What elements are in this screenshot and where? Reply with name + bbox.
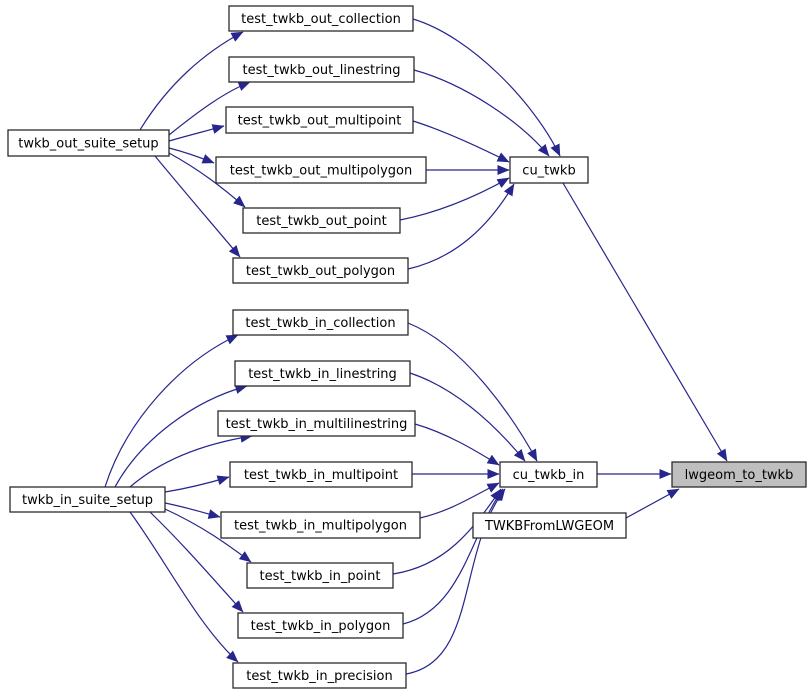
- edge-test-twkb-out-linestring-to-cu-twkb: [413, 69, 550, 157]
- node-label: test_twkb_in_linestring: [248, 367, 397, 382]
- edge-twkb-out-suite-setup-to-test-twkb-out-multipolygon: [168, 147, 215, 164]
- node-test-twkb-in-multilinestring[interactable]: test_twkb_in_multilinestring: [217, 410, 416, 437]
- edge-twkb-in-suite-setup-to-test-twkb-in-linestring: [114, 384, 248, 488]
- edge-twkb-out-suite-setup-to-test-twkb-out-collection: [139, 31, 244, 131]
- node-test-twkb-in-linestring[interactable]: test_twkb_in_linestring: [234, 360, 411, 387]
- node-label: test_twkb_in_collection: [245, 316, 395, 331]
- edge-twkbfromlwgeom-to-lwgeom-to-twkb: [625, 488, 680, 519]
- node-label: test_twkb_out_polygon: [246, 264, 395, 279]
- edge-test-twkb-in-point-to-cu-twkb-in: [392, 488, 502, 575]
- edge-test-twkb-out-polygon-to-cu-twkb: [407, 183, 515, 270]
- node-test-twkb-out-point[interactable]: test_twkb_out_point: [242, 207, 401, 234]
- node-twkbfromlwgeom[interactable]: TWKBFromLWGEOM: [472, 512, 627, 539]
- edge-twkb-in-suite-setup-to-test-twkb-in-point: [164, 508, 252, 563]
- node-label: test_twkb_out_multipoint: [238, 114, 402, 129]
- node-label: test_twkb_out_multipolygon: [230, 164, 412, 179]
- node-label: cu_twkb: [522, 164, 575, 179]
- node-label: test_twkb_out_collection: [241, 12, 401, 27]
- node-test-twkb-in-point[interactable]: test_twkb_in_point: [246, 562, 394, 589]
- node-cu-twkb[interactable]: cu_twkb: [509, 156, 589, 184]
- node-label: twkb_in_suite_setup: [22, 493, 153, 508]
- node-test-twkb-in-multipolygon[interactable]: test_twkb_in_multipolygon: [220, 511, 421, 539]
- edge-twkb-in-suite-setup-to-test-twkb-in-multilinestring: [129, 432, 253, 488]
- node-label: test_twkb_in_polygon: [251, 619, 391, 634]
- node-label: test_twkb_out_point: [256, 214, 386, 229]
- edge-cu-twkb-to-lwgeom-to-twkb: [562, 182, 728, 462]
- node-label: TWKBFromLWGEOM: [484, 519, 614, 534]
- node-layer: twkb_out_suite_setup test_twkb_out_colle…: [7, 5, 807, 689]
- node-test-twkb-out-collection[interactable]: test_twkb_out_collection: [228, 5, 414, 32]
- node-test-twkb-out-polygon[interactable]: test_twkb_out_polygon: [232, 257, 409, 284]
- node-label: test_twkb_in_multipolygon: [234, 519, 407, 534]
- node-twkb-out-suite-setup[interactable]: twkb_out_suite_setup: [7, 129, 170, 157]
- node-test-twkb-out-linestring[interactable]: test_twkb_out_linestring: [228, 56, 415, 83]
- edge-test-twkb-in-multilinestring-to-cu-twkb-in: [414, 423, 500, 466]
- edge-twkb-out-suite-setup-to-test-twkb-out-linestring: [168, 81, 251, 136]
- node-label: test_twkb_out_linestring: [242, 63, 400, 78]
- node-cu-twkb-in[interactable]: cu_twkb_in: [499, 461, 598, 488]
- node-test-twkb-out-multipolygon[interactable]: test_twkb_out_multipolygon: [215, 156, 427, 184]
- edge-test-twkb-in-collection-to-cu-twkb-in: [407, 322, 538, 462]
- edge-test-twkb-out-collection-to-cu-twkb: [412, 18, 561, 157]
- node-label: lwgeom_to_twkb: [685, 468, 794, 483]
- edge-test-twkb-out-multipoint-to-cu-twkb: [412, 120, 510, 163]
- highlighted-node-rect: [671, 461, 807, 488]
- edge-twkb-in-suite-setup-to-test-twkb-in-polygon: [149, 511, 244, 613]
- edge-test-twkb-in-linestring-to-cu-twkb-in: [409, 372, 526, 462]
- edge-layer: [104, 18, 728, 675]
- node-label: twkb_out_suite_setup: [18, 137, 158, 152]
- node-label: test_twkb_in_precision: [246, 669, 392, 684]
- edge-twkb-in-suite-setup-to-test-twkb-in-multipolygon: [164, 502, 221, 519]
- node-test-twkb-in-collection[interactable]: test_twkb_in_collection: [232, 309, 409, 336]
- edge-twkb-in-suite-setup-to-test-twkb-in-precision: [129, 511, 239, 663]
- node-label: test_twkb_in_multipoint: [244, 468, 398, 483]
- edge-test-twkb-in-polygon-to-cu-twkb-in: [402, 488, 504, 625]
- node-lwgeom-to-twkb: lwgeom_to_twkb: [671, 461, 807, 488]
- edge-twkb-in-suite-setup-to-test-twkb-in-multipoint: [164, 475, 230, 493]
- node-test-twkb-in-precision[interactable]: test_twkb_in_precision: [232, 662, 407, 689]
- node-label: test_twkb_in_multilinestring: [226, 417, 408, 432]
- edge-twkb-in-suite-setup-to-test-twkb-in-collection: [104, 334, 239, 488]
- edge-twkb-out-suite-setup-to-test-twkb-out-polygon: [154, 155, 241, 258]
- edge-twkb-out-suite-setup-to-test-twkb-out-point: [168, 152, 246, 208]
- edge-test-twkb-in-multipolygon-to-cu-twkb-in: [419, 482, 500, 519]
- node-test-twkb-out-multipoint[interactable]: test_twkb_out_multipoint: [225, 106, 414, 134]
- node-label: test_twkb_in_point: [260, 569, 381, 584]
- node-test-twkb-in-multipoint[interactable]: test_twkb_in_multipoint: [229, 461, 413, 488]
- edge-test-twkb-out-point-to-cu-twkb: [399, 177, 510, 221]
- node-twkb-in-suite-setup[interactable]: twkb_in_suite_setup: [9, 486, 166, 513]
- node-label: cu_twkb_in: [513, 468, 585, 483]
- node-test-twkb-in-polygon[interactable]: test_twkb_in_polygon: [237, 612, 404, 639]
- edge-twkb-out-suite-setup-to-test-twkb-out-multipoint: [168, 124, 225, 142]
